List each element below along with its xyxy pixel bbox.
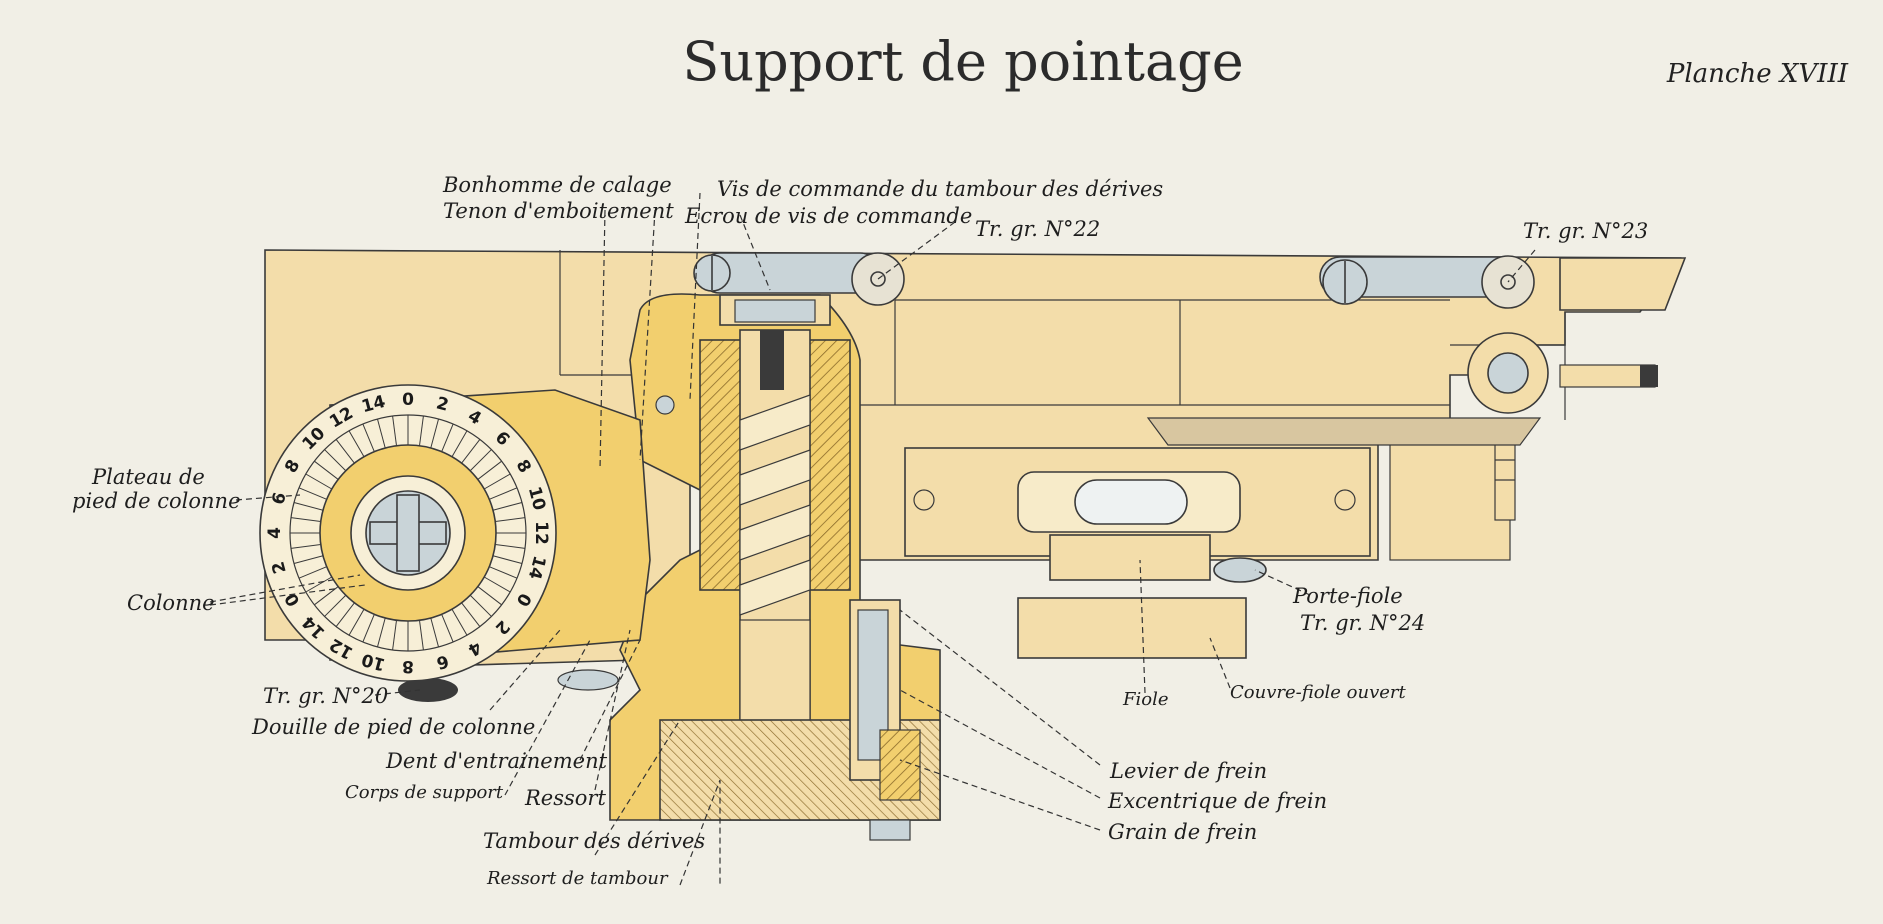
dial-tick	[441, 614, 454, 643]
label-tenon: Tenon d'emboitement	[443, 199, 674, 223]
label-ressort: Ressort	[524, 786, 606, 810]
dial-tick	[335, 439, 355, 464]
dial-tick	[348, 608, 365, 636]
label-couvre-fiole: Couvre-fiole ouvert	[1230, 682, 1407, 703]
page-title: Support de pointage	[682, 30, 1243, 93]
dial-tick	[492, 555, 523, 565]
brake-assembly	[849, 599, 921, 841]
dial-tick	[430, 418, 440, 449]
dial-tick	[305, 473, 333, 490]
dial-tick	[348, 430, 365, 458]
label-tambour: Tambour des dérives	[483, 829, 705, 853]
dial-tick	[298, 566, 327, 579]
dial-tick	[495, 517, 526, 523]
top-rail	[693, 252, 1535, 309]
dial-tick	[477, 586, 502, 606]
dial-tick	[376, 617, 386, 648]
dial-number: 2	[434, 393, 451, 415]
label-grain: Grain de frein	[1108, 820, 1257, 844]
dial-tick	[451, 430, 468, 458]
label-ecrou: Ecrou de vis de commande	[684, 204, 972, 228]
label-tr22: Tr. gr. N°22	[975, 217, 1100, 241]
label-fiole: Fiole	[1122, 689, 1169, 710]
dial-tick	[362, 614, 375, 643]
dial-tick	[324, 594, 347, 617]
label-douille: Douille de pied de colonne	[251, 715, 535, 739]
dial-tick	[314, 586, 339, 606]
dial-tick	[477, 460, 502, 480]
dial-tick	[392, 415, 398, 446]
worm-screw	[659, 294, 941, 821]
label-colonne: Colonne	[127, 591, 215, 615]
label-excentrique: Excentrique de frein	[1107, 789, 1327, 813]
dial-tick	[461, 439, 481, 464]
label-ressort-tambour: Ressort de tambour	[486, 868, 669, 889]
dial-tick	[492, 501, 523, 511]
dial-tick	[305, 576, 333, 593]
label-corps: Corps de support	[345, 782, 504, 803]
dial-tick	[293, 501, 324, 511]
dial-tick	[418, 415, 424, 446]
label-tr23: Tr. gr. N°23	[1523, 219, 1648, 243]
dial-tick	[290, 517, 321, 523]
dial-number: 2	[268, 559, 290, 576]
dial-number: 4	[265, 527, 285, 539]
dial-tick	[293, 555, 324, 565]
dial-tick	[483, 576, 511, 593]
dial-tick	[495, 543, 526, 549]
label-levier: Levier de frein	[1109, 759, 1267, 783]
dial-tick	[430, 617, 440, 648]
dial-tick	[362, 423, 375, 452]
dial-tick	[314, 460, 339, 480]
dial-tick	[324, 449, 347, 472]
label-bonhomme: Bonhomme de calage	[442, 173, 672, 197]
dial-tick	[298, 487, 327, 500]
dial-ticks	[290, 415, 526, 651]
dial-tick	[335, 602, 355, 627]
dial-tick	[489, 566, 518, 579]
label-tr24: Tr. gr. N°24	[1300, 611, 1425, 635]
dial-tick	[392, 620, 398, 651]
dial-tick	[461, 602, 481, 627]
label-porte-fiole: Porte-fiole	[1292, 584, 1403, 608]
dial-tick	[469, 449, 492, 472]
callout-labels: Bonhomme de calage Tenon d'emboitement V…	[72, 173, 1648, 889]
label-vis-commande: Vis de commande du tambour des dérives	[717, 177, 1163, 201]
label-plateau-2: pied de colonne	[72, 489, 241, 513]
dial-number: 12	[531, 521, 551, 545]
dial-tick	[441, 423, 454, 452]
label-dent: Dent d'entrainement	[385, 749, 608, 773]
dial-number: 0	[402, 390, 414, 410]
dial-tick	[290, 543, 321, 549]
dial-number: 6	[434, 650, 451, 672]
dial-number: 6	[268, 490, 290, 507]
dial-tick	[376, 418, 386, 449]
label-tr20: Tr. gr. N°20	[263, 684, 388, 708]
leader-lines	[209, 192, 1536, 886]
dial-tick	[469, 594, 492, 617]
dial-tick	[483, 473, 511, 490]
dial-tick	[451, 608, 468, 636]
dial-tick	[489, 487, 518, 500]
dial-tick	[418, 620, 424, 651]
level-housing	[904, 417, 1542, 659]
plate-number: Planche XVIII	[1666, 59, 1849, 89]
label-plateau-1: Plateau de	[91, 465, 205, 489]
dial-number: 8	[402, 656, 414, 676]
